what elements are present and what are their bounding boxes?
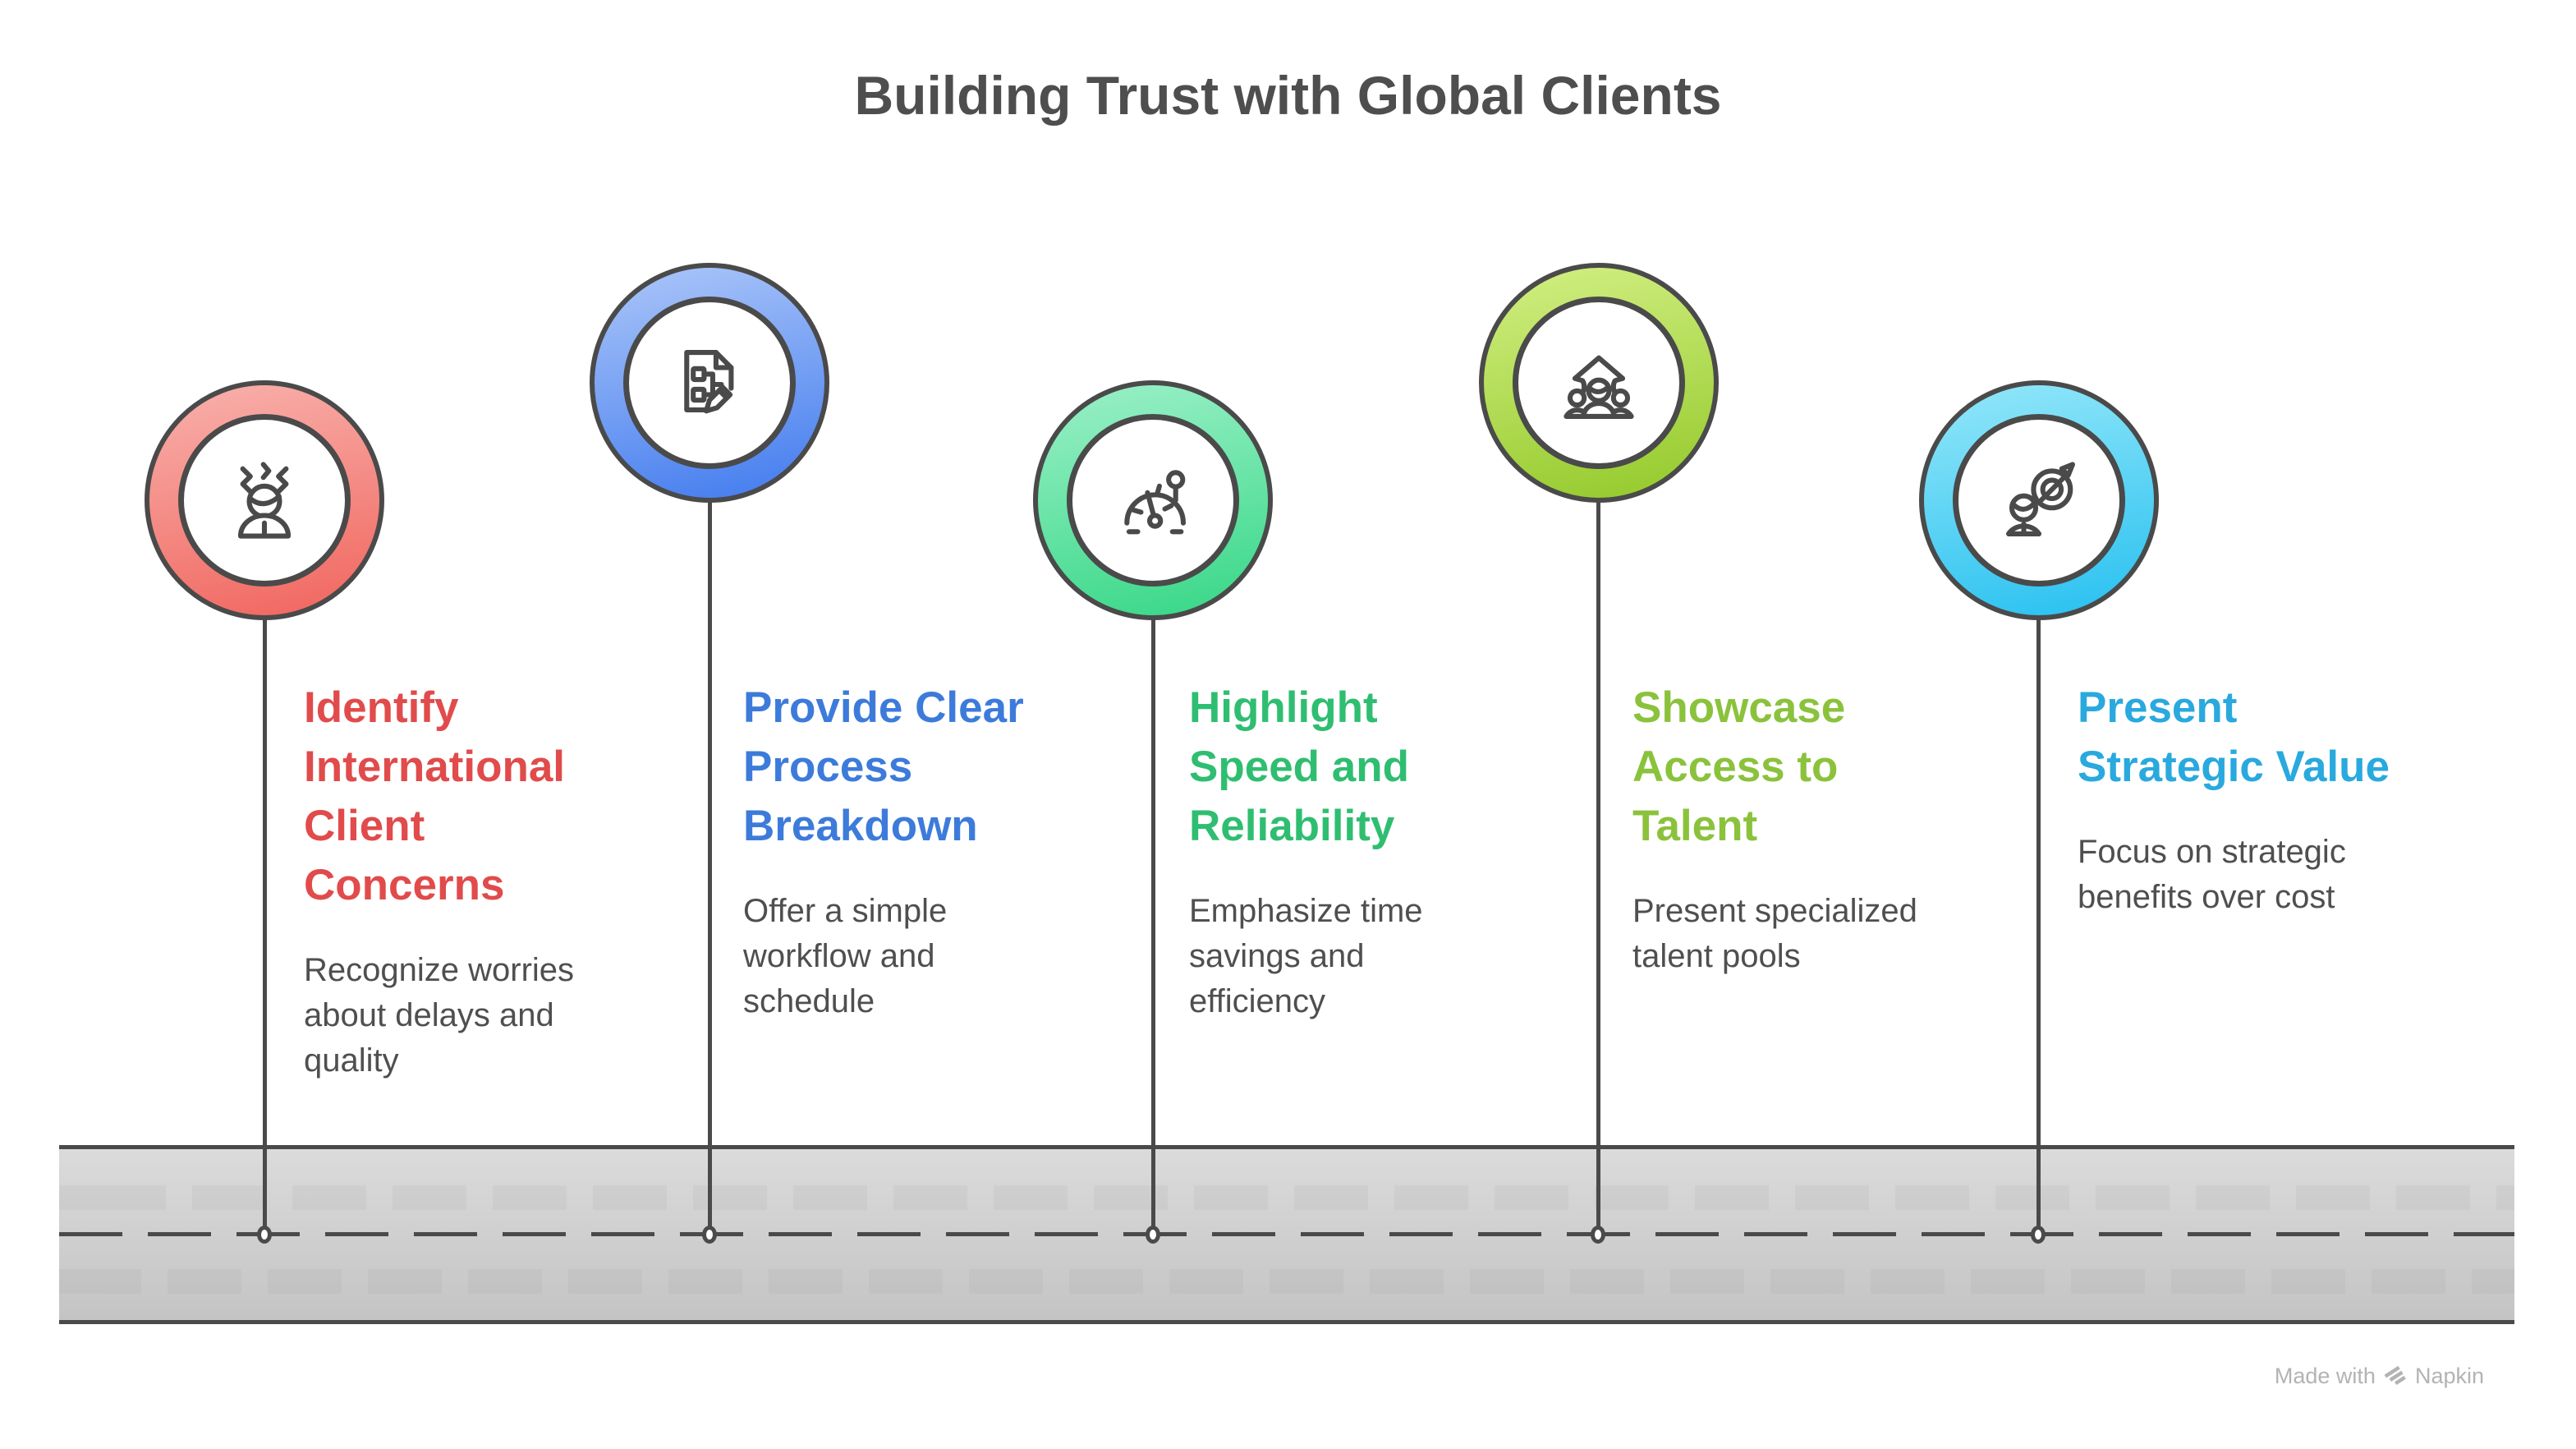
step-text-2: Provide Clear Process Breakdown Offer a … (743, 678, 1024, 1024)
page-title: Building Trust with Global Clients (854, 65, 1722, 126)
step-heading: Showcase Access to Talent (1632, 683, 1846, 850)
step-heading: Present Strategic Value (2078, 683, 2390, 791)
milestone-circle-1 (145, 380, 384, 620)
milestone-stem (2036, 618, 2041, 1235)
step-description: Offer a simple workflow and schedule (743, 893, 948, 1019)
document-workflow-icon (684, 350, 734, 414)
stressed-person-icon (237, 462, 292, 539)
step-text-1: Identify International Client Concerns R… (304, 678, 574, 1083)
watermark-brand: Napkin (2414, 1364, 2484, 1388)
road-timeline (59, 1145, 2514, 1324)
road-center-dashed-line (59, 1232, 2514, 1236)
road-marker-dot (2031, 1226, 2046, 1244)
watermark-text: Made with (2274, 1364, 2376, 1388)
step-text-5: Present Strategic Value Focus on strateg… (2078, 678, 2390, 920)
step-description: Present specialized talent pools (1632, 893, 1917, 974)
step-heading: Provide Clear Process Breakdown (743, 683, 1024, 850)
road-marker-dot (702, 1226, 717, 1244)
milestone-stem (1596, 499, 1600, 1235)
team-growth-icon (1564, 355, 1634, 419)
napkin-logo-icon (2384, 1365, 2406, 1385)
step-text-3: Highlight Speed and Reliability Emphasiz… (1189, 678, 1423, 1024)
milestone-circle-3 (1033, 380, 1273, 620)
milestone-stem (263, 618, 267, 1235)
road-marker-dot (257, 1226, 272, 1244)
made-with-napkin-watermark: Made with Napkin (2275, 1364, 2484, 1389)
person-target-icon (2006, 462, 2075, 536)
milestone-stem (1151, 618, 1155, 1235)
milestone-circle-4 (1479, 263, 1719, 503)
step-heading: Highlight Speed and Reliability (1189, 683, 1410, 850)
milestone-circle-5 (1919, 380, 2159, 620)
speedometer-icon (1124, 470, 1186, 535)
step-description: Recognize worries about delays and quali… (304, 952, 575, 1079)
milestone-circle-2 (590, 263, 829, 503)
step-description: Emphasize time savings and efficiency (1189, 893, 1423, 1019)
road-marker-dot (1146, 1226, 1160, 1244)
milestone-stem (708, 499, 712, 1235)
road-marker-dot (1591, 1226, 1605, 1244)
step-text-4: Showcase Access to Talent Present specia… (1632, 678, 1917, 979)
step-description: Focus on strategic benefits over cost (2078, 834, 2346, 915)
step-heading: Identify International Client Concerns (304, 683, 566, 909)
